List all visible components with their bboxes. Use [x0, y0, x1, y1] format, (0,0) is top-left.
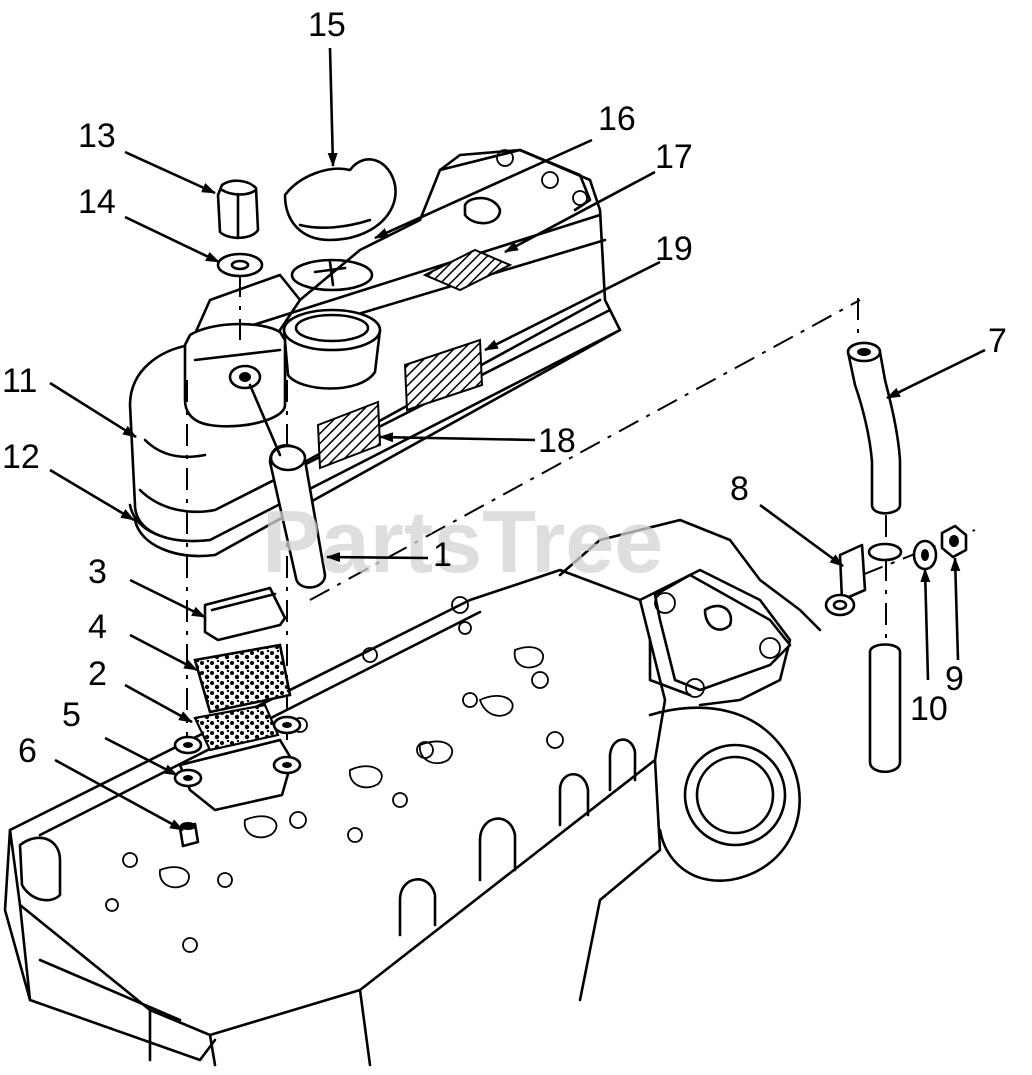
callout-10: 10 — [910, 690, 948, 728]
baffle — [203, 586, 287, 642]
gasket-plate — [193, 703, 280, 752]
callout-13: 13 — [78, 117, 116, 155]
callout-5: 5 — [62, 696, 81, 734]
hose — [846, 341, 902, 515]
washer — [216, 252, 264, 278]
nut — [940, 524, 968, 559]
callout-14: 14 — [78, 183, 116, 221]
callout-3: 3 — [88, 553, 107, 591]
callout-15: 15 — [308, 6, 346, 44]
callout-17: 17 — [655, 138, 693, 176]
valve-cover — [128, 148, 861, 601]
breather-tube — [248, 383, 327, 589]
breather-cap — [216, 179, 260, 240]
callout-16: 16 — [598, 100, 636, 138]
callout-1: 1 — [433, 536, 452, 574]
callout-18: 18 — [538, 422, 576, 460]
watermark: PartsTree — [262, 492, 663, 591]
filter-element — [193, 643, 292, 714]
bracket — [824, 542, 903, 617]
lock-washer — [912, 539, 938, 571]
leader-lines — [49, 47, 986, 832]
callout-7: 7 — [988, 322, 1007, 360]
callout-19: 19 — [655, 230, 693, 268]
mounting-plate — [173, 715, 302, 812]
screw — [178, 822, 200, 848]
callout-11: 11 — [2, 362, 37, 400]
callout-8: 8 — [730, 470, 749, 508]
callout-2: 2 — [88, 655, 107, 693]
hose-lower — [868, 643, 902, 774]
callout-9: 9 — [945, 660, 964, 698]
filler-cap — [283, 158, 397, 242]
callout-12: 12 — [2, 438, 40, 476]
callout-6: 6 — [18, 732, 37, 770]
o-ring — [290, 258, 374, 292]
callout-4: 4 — [88, 608, 107, 646]
callout-labels: 15 16 17 19 18 13 14 11 12 1 3 4 2 5 6 7… — [2, 6, 1007, 770]
engine-block — [3, 518, 822, 1067]
